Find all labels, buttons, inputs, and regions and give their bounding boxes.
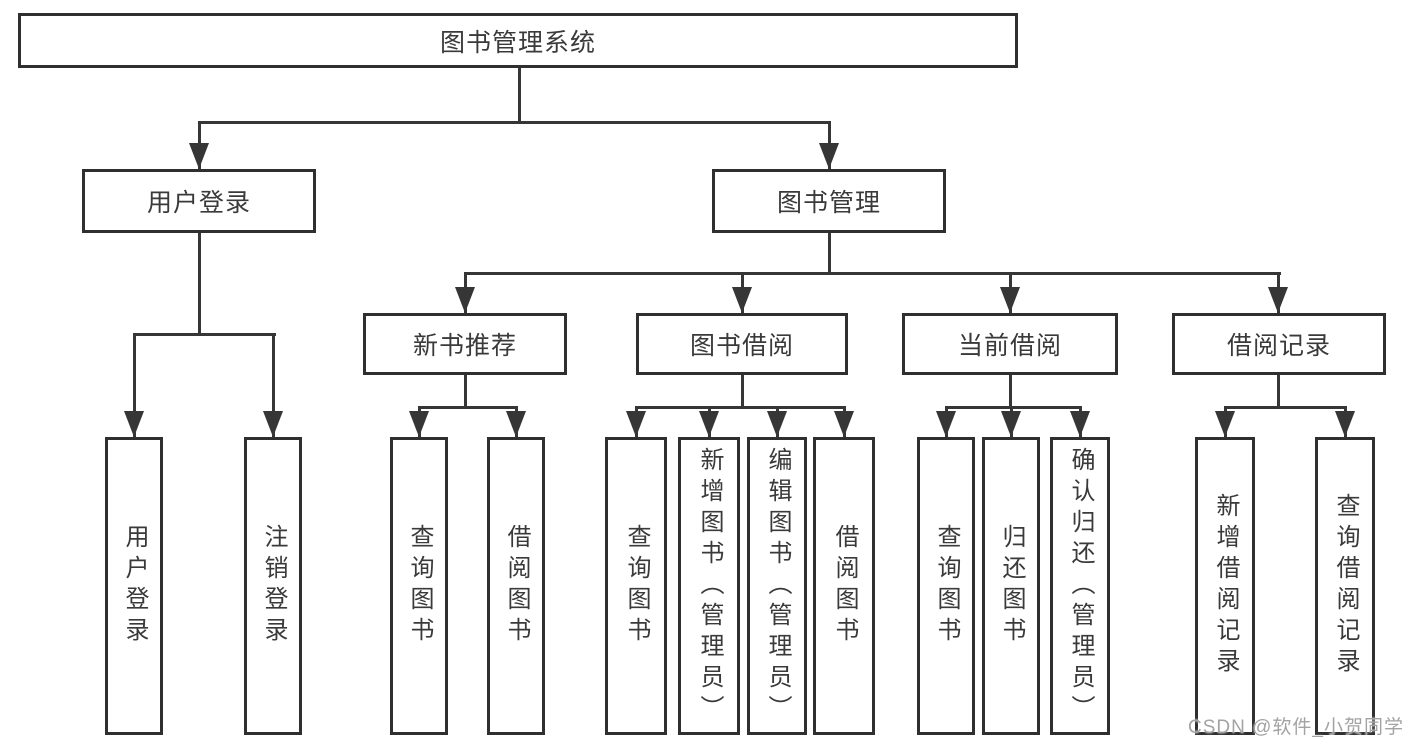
leaf-user-login-label: 用户登录 (121, 524, 148, 648)
connector-rail (132, 332, 276, 336)
arrowhead-icon (124, 411, 144, 437)
connector-rail (463, 271, 1281, 275)
leaf-borrow-books: 借阅图书 (813, 437, 875, 735)
arrowhead-icon (1215, 411, 1235, 437)
leaf-query-books-current-label: 查询图书 (933, 524, 960, 648)
leaf-query-books-borrow: 查询图书 (605, 437, 667, 735)
arrowhead-icon (189, 143, 209, 169)
connector-stem (463, 375, 467, 407)
arrowhead-icon (626, 411, 646, 437)
node-user-login-label: 用户登录 (146, 189, 251, 217)
leaf-add-book-admin: 新增图书（管理员） (678, 437, 740, 735)
leaf-borrow-books-recommend: 借阅图书 (487, 437, 545, 735)
leaf-query-books-borrow-label: 查询图书 (623, 524, 650, 648)
leaf-edit-book-admin-label: 编辑图书（管理员） (764, 446, 791, 726)
arrowhead-icon (732, 287, 752, 313)
arrowhead-icon (1001, 411, 1021, 437)
arrowhead-icon (263, 411, 283, 437)
leaf-add-book-admin-label: 新增图书（管理员） (696, 446, 723, 726)
arrowhead-icon (506, 411, 526, 437)
leaf-confirm-return-admin: 确认归还（管理员） (1050, 437, 1110, 735)
leaf-logout: 注销登录 (244, 437, 302, 735)
connector-branch (271, 334, 275, 437)
node-book-borrow: 图书借阅 (636, 313, 848, 375)
arrowhead-icon (819, 143, 839, 169)
csdn-watermark: CSDN @软件_小贺同学 (1188, 717, 1404, 738)
node-current-borrow: 当前借阅 (902, 313, 1118, 375)
connector-stem (740, 375, 744, 407)
node-root: 图书管理系统 (18, 13, 1018, 68)
node-book-borrow-label: 图书借阅 (689, 332, 794, 360)
leaf-edit-book-admin: 编辑图书（管理员） (747, 437, 807, 735)
leaf-add-borrow-record-label: 新增借阅记录 (1212, 493, 1239, 679)
connector-stem (197, 233, 201, 334)
leaf-add-borrow-record: 新增借阅记录 (1195, 437, 1255, 735)
node-user-login: 用户登录 (82, 169, 316, 233)
leaf-query-books-recommend-label: 查询图书 (406, 524, 433, 648)
connector-root-rail (197, 120, 831, 124)
leaf-return-book-label: 归还图书 (998, 524, 1025, 648)
connector-root-stem (517, 68, 521, 122)
node-borrow-records: 借阅记录 (1172, 313, 1386, 375)
leaf-user-login: 用户登录 (105, 437, 163, 735)
arrowhead-icon (767, 411, 787, 437)
leaf-borrow-books-recommend-label: 借阅图书 (503, 524, 530, 648)
node-book-management-label: 图书管理 (776, 189, 881, 217)
connector-rail (944, 405, 1082, 409)
leaf-query-borrow-record-label: 查询借阅记录 (1332, 493, 1359, 679)
node-borrow-records-label: 借阅记录 (1226, 332, 1331, 360)
node-root-label: 图书管理系统 (439, 28, 596, 57)
leaf-return-book: 归还图书 (982, 437, 1040, 735)
leaf-confirm-return-admin-label: 确认归还（管理员） (1067, 446, 1094, 726)
connector-rail (417, 405, 518, 409)
leaf-borrow-books-label: 借阅图书 (831, 524, 858, 648)
node-new-book-recommend-label: 新书推荐 (412, 332, 517, 360)
arrowhead-icon (455, 287, 475, 313)
arrowhead-icon (1335, 411, 1355, 437)
connector-branch (132, 334, 136, 437)
node-book-management: 图书管理 (712, 169, 946, 233)
leaf-query-books-recommend: 查询图书 (390, 437, 448, 735)
arrowhead-icon (699, 411, 719, 437)
connector-stem (1276, 375, 1280, 407)
arrowhead-icon (409, 411, 429, 437)
arrowhead-icon (936, 411, 956, 437)
leaf-query-borrow-record: 查询借阅记录 (1315, 437, 1375, 735)
arrowhead-icon (1268, 287, 1288, 313)
leaf-query-books-current: 查询图书 (917, 437, 975, 735)
arrowhead-icon (834, 411, 854, 437)
arrowhead-icon (1070, 411, 1090, 437)
leaf-logout-label: 注销登录 (260, 524, 287, 648)
node-new-book-recommend: 新书推荐 (363, 313, 567, 375)
connector-stem (827, 233, 831, 273)
connector-stem (1008, 375, 1012, 407)
node-current-borrow-label: 当前借阅 (957, 332, 1062, 360)
connector-rail (1223, 405, 1347, 409)
connector-rail (634, 405, 846, 409)
arrowhead-icon (1000, 287, 1020, 313)
